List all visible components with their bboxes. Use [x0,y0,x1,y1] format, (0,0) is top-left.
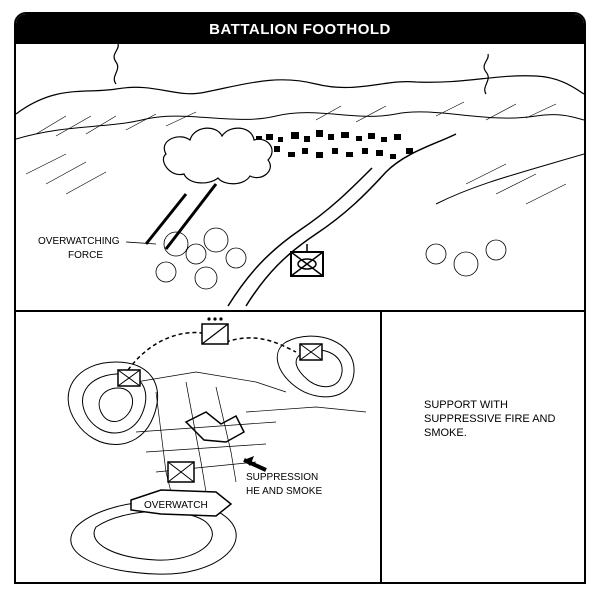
overwatching-label-line2: FORCE [68,250,103,261]
contour-lines [67,335,355,575]
smoke-column-right [483,53,489,95]
road-right [435,153,584,205]
town-buildings [246,130,413,159]
unit-symbol-right [299,343,323,361]
mid-ridge-line [16,111,584,140]
suppression-arrow-head [244,456,254,466]
hill-hatching [25,101,567,205]
landscape-panel: OVERWATCHING FORCE [16,44,584,312]
unit-symbol-left [117,369,141,387]
diagram-title: BATTALION FOOTHOLD [16,14,584,44]
note-panel: SUPPORT WITH SUPPRESSIVE FIRE AND SMOKE. [382,312,584,582]
overwatching-leader-line [125,241,157,245]
suppression-label-line2: HE AND SMOKE [246,486,322,497]
foreground-trees [155,227,507,290]
far-ridge-line [16,75,584,115]
overwatch-label: OVERWATCH [144,500,208,511]
tactical-map-panel: OVERWATCH SUPPRESSION HE AND SMOKE [16,312,382,582]
road-main-edge [227,167,373,307]
smoke-column-left [113,44,119,85]
diagram-frame: BATTALION FOOTHOLD [14,12,586,584]
unit-symbol [290,244,324,277]
smoke-screen-cloud [162,127,273,185]
overwatching-label-line1: OVERWATCHING [38,236,120,247]
overwatch-arrow: OVERWATCH [130,489,233,517]
suppression-label-line1: SUPPRESSION [246,472,318,483]
objective-area [184,411,245,443]
fire-arc-right [225,337,297,353]
support-note: SUPPORT WITH SUPPRESSIVE FIRE AND SMOKE. [424,399,556,439]
unit-symbol-top [201,317,229,345]
fire-arrow-1 [144,193,188,245]
unit-symbol-bottom [167,461,195,483]
tactical-map: OVERWATCH SUPPRESSION HE AND SMOKE [67,317,367,575]
landscape-illustration: OVERWATCHING FORCE [16,44,584,307]
road-main [245,133,457,307]
fire-arrow-2 [164,183,218,250]
